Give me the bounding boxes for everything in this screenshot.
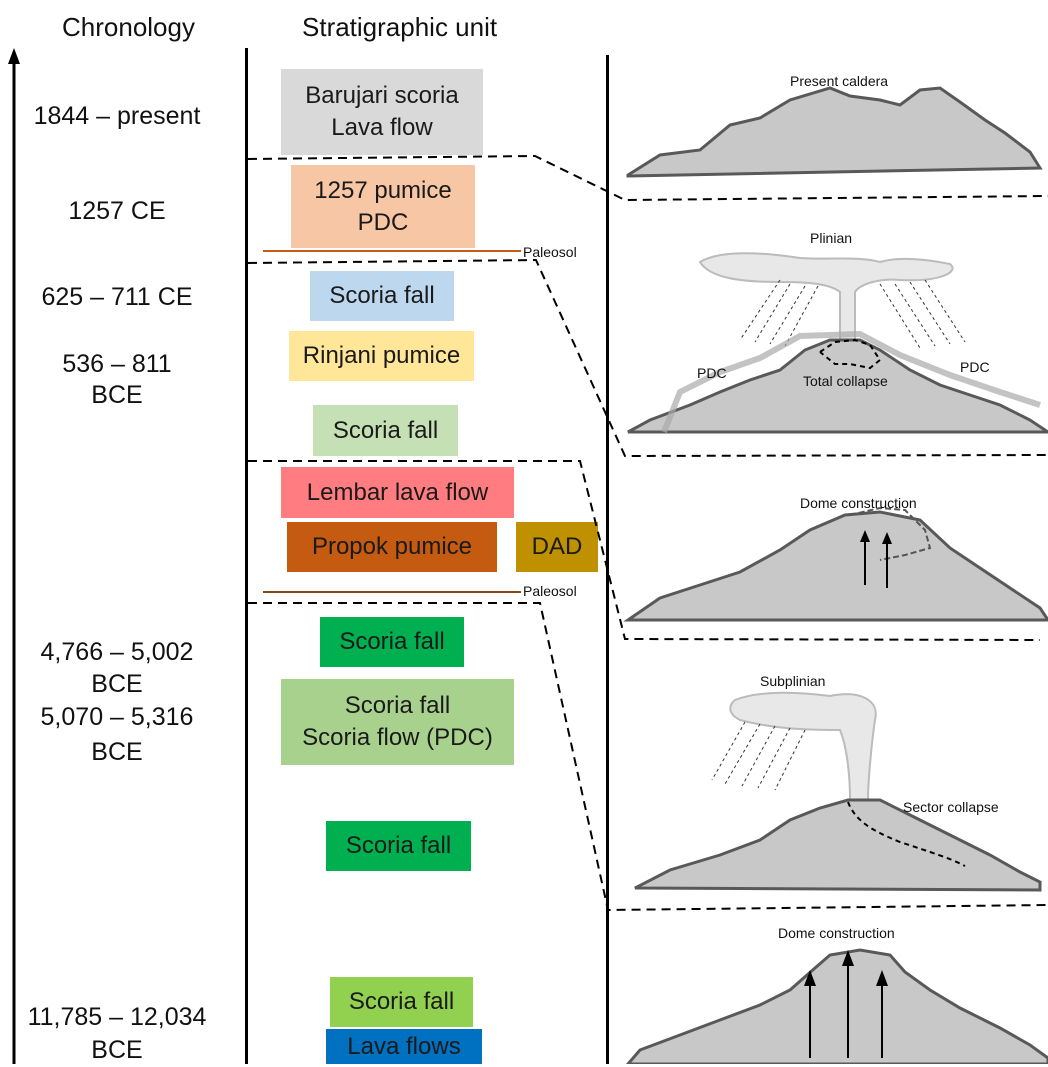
unit-line: PDC — [357, 208, 409, 236]
chronology-label: 536 – 811 — [62, 350, 172, 378]
subplinian-label: Subplinian — [760, 673, 825, 689]
unit-line: DAD — [531, 533, 583, 560]
unit-line: 1257 pumice — [314, 176, 452, 204]
unit-line: Scoria fall — [345, 832, 452, 859]
chronology-label: BCE — [91, 670, 143, 698]
unit-line: Barujari scoria — [305, 82, 459, 109]
column-divider-right — [606, 55, 609, 1064]
unit-rinjani-pumice: Rinjani pumice — [289, 331, 474, 381]
unit-line: Lava flows — [347, 1032, 461, 1060]
present-caldera-label: Present caldera — [790, 73, 888, 89]
unit-line: Scoria flow (PDC) — [302, 724, 493, 751]
unit-propok-pumice: Propok pumice — [287, 522, 497, 572]
stratigraphic-unit-header: Stratigraphic unit — [302, 12, 498, 42]
unit-line: Scoria fall — [348, 988, 455, 1015]
unit-line: Propok pumice — [311, 533, 473, 560]
sector-collapse-label: Sector collapse — [903, 799, 999, 815]
column-divider-left — [245, 48, 248, 1064]
plinian-label: Plinian — [810, 230, 852, 246]
unit-scoria-fall: Scoria fall — [313, 405, 458, 456]
chronology-label: 5,070 – 5,316 — [40, 703, 194, 731]
chronology-label: 1844 – present — [33, 102, 201, 130]
unit-dad: DAD — [516, 522, 598, 572]
chronology-header: Chronology — [62, 12, 195, 42]
unit-line: Lava flow — [331, 114, 433, 141]
unit-scoria-fall: Scoria fall — [330, 977, 473, 1027]
unit-scoria-fall: Scoria fall — [320, 617, 464, 667]
unit-line: Scoria fall — [344, 692, 451, 719]
total-collapse-label: Total collapse — [803, 373, 888, 389]
chronology-label: BCE — [91, 1036, 143, 1064]
dome-construction-1-label: Dome construction — [800, 495, 917, 511]
chronology-label: 625 – 711 CE — [41, 283, 193, 311]
chronology-label: BCE — [91, 381, 143, 409]
unit-scoria-fall: Scoria fall — [326, 821, 471, 871]
chronology-label: 11,785 – 12,034 — [27, 1003, 207, 1031]
unit-line: Rinjani pumice — [302, 342, 461, 369]
unit-line: Scoria fall — [329, 282, 435, 309]
unit-scoria-fall: Scoria fall — [310, 271, 454, 321]
unit-line: Lembar lava flow — [306, 478, 489, 506]
pdc-left-label: PDC — [697, 365, 727, 381]
paleosol-label: Paleosol — [523, 244, 577, 260]
unit-lembar-lava-flow: Lembar lava flow — [281, 467, 514, 518]
unit-line: Scoria fall — [339, 628, 445, 655]
unit-lava-flows: Lava flows — [326, 1029, 482, 1064]
unit-line: Scoria fall — [332, 416, 439, 444]
chronology-label: 4,766 – 5,002 — [40, 638, 194, 666]
chronology-label: 1257 CE — [68, 197, 166, 225]
pdc-right-label: PDC — [960, 359, 990, 375]
dome-construction-2-label: Dome construction — [778, 925, 895, 941]
paleosol-label: Paleosol — [523, 583, 577, 599]
chronology-label: BCE — [91, 738, 143, 766]
